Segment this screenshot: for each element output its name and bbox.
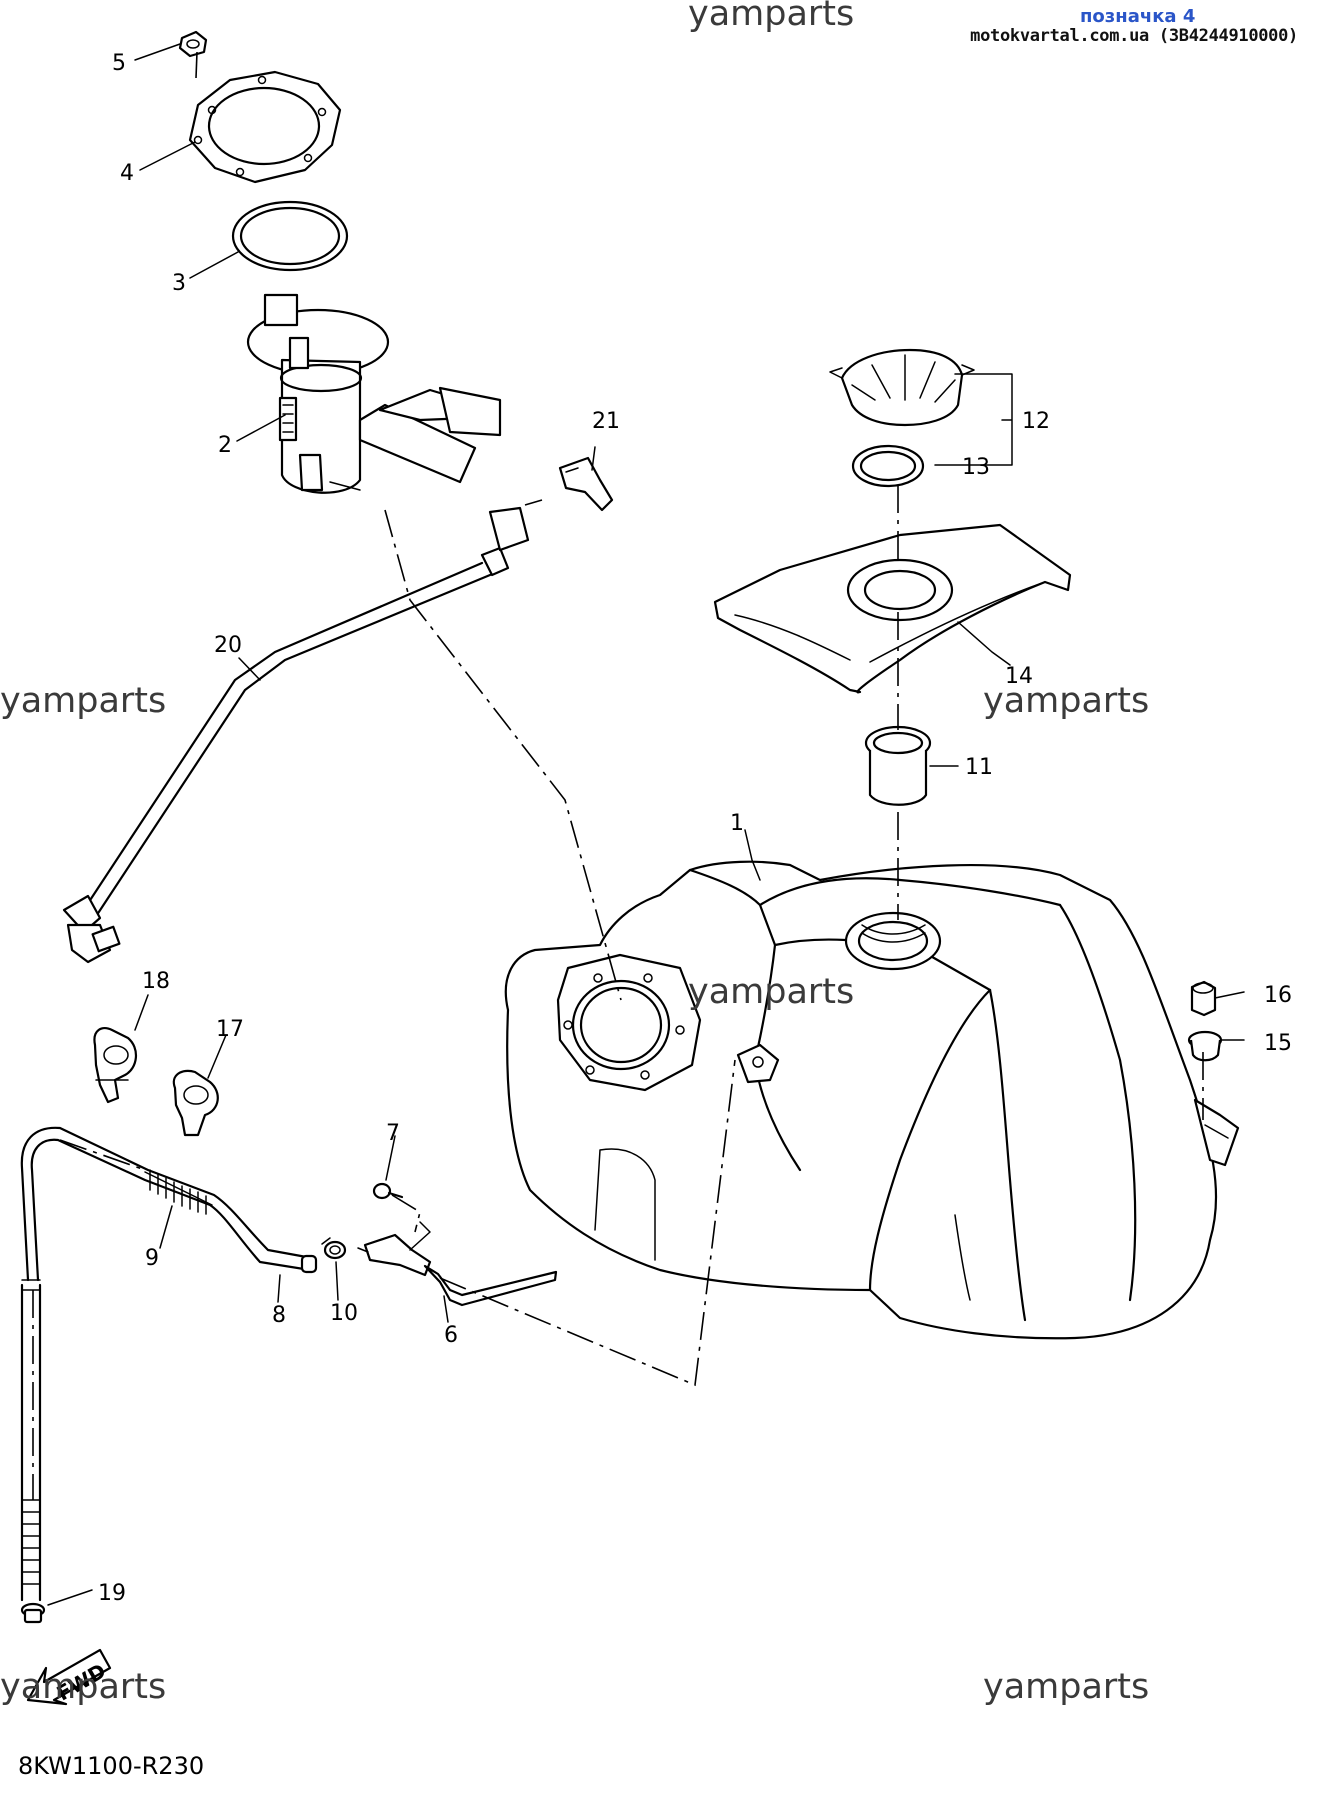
damper-part (1187, 1030, 1223, 1062)
hose-clip-21-part (558, 456, 614, 512)
breather-pipe-part (20, 1279, 46, 1624)
collar-part (1190, 980, 1217, 1017)
watermark-center: yamparts (688, 972, 854, 1012)
callout-9: 9 (145, 1246, 159, 1271)
diagram-code: 8KW1100-R230 (18, 1752, 205, 1780)
leader-lines (47, 43, 1245, 1606)
assembly-lines (32, 51, 1204, 1500)
cap-gasket-part (851, 444, 925, 488)
callout-16: 16 (1264, 983, 1292, 1008)
source-url: motokvartal.com.ua (3B4244910000) (970, 26, 1298, 46)
callout-8: 8 (272, 1303, 286, 1328)
fuel-hose-part (62, 506, 530, 964)
callout-7: 7 (386, 1121, 400, 1146)
clamp-18-part (93, 1027, 137, 1104)
callout-5: 5 (112, 51, 126, 76)
watermark-left: yamparts (0, 681, 166, 721)
callout-20: 20 (214, 633, 242, 658)
watermark-bottom-right: yamparts (983, 1667, 1149, 1707)
callout-4: 4 (120, 161, 134, 186)
callout-18: 18 (142, 969, 170, 994)
hose-clip-10-part (321, 1237, 347, 1260)
fuel-pump-part (246, 293, 502, 494)
watermark-bottom-left: yamparts (0, 1667, 166, 1707)
callout-14: 14 (1005, 664, 1033, 689)
tank-cap-part (829, 348, 975, 427)
watermark-right: yamparts (983, 681, 1149, 721)
callout-11: 11 (965, 755, 993, 780)
header-label: позначка 4 (1080, 6, 1196, 27)
drain-hose-part (20, 1126, 318, 1282)
fuel-tank-part (504, 860, 1240, 1340)
callout-1: 1 (730, 811, 744, 836)
clamp-17-part (172, 1069, 219, 1137)
screw-part (372, 1182, 404, 1200)
watermarks: yamparts yamparts yamparts yamparts yamp… (0, 0, 1149, 1707)
watermark-top: yamparts (688, 0, 854, 34)
gasket-ring-part (231, 200, 349, 272)
callout-21: 21 (592, 409, 620, 434)
fuel-cock-part (357, 1221, 558, 1307)
callout-19: 19 (98, 1581, 126, 1606)
filler-neck-part (864, 725, 932, 806)
callout-3: 3 (172, 271, 186, 296)
nut-part (178, 30, 208, 58)
callout-15: 15 (1264, 1031, 1292, 1056)
callout-6: 6 (444, 1323, 458, 1348)
callout-13: 13 (962, 455, 990, 480)
callout-labels: 1 2 3 4 5 6 7 8 9 10 11 12 13 14 15 16 1… (98, 51, 1292, 1606)
retainer-plate-part (188, 70, 342, 184)
callout-10: 10 (330, 1301, 358, 1326)
callout-12: 12 (1022, 409, 1050, 434)
tank-cover-part (713, 523, 1072, 694)
callout-17: 17 (216, 1017, 244, 1042)
callout-2: 2 (218, 433, 232, 458)
